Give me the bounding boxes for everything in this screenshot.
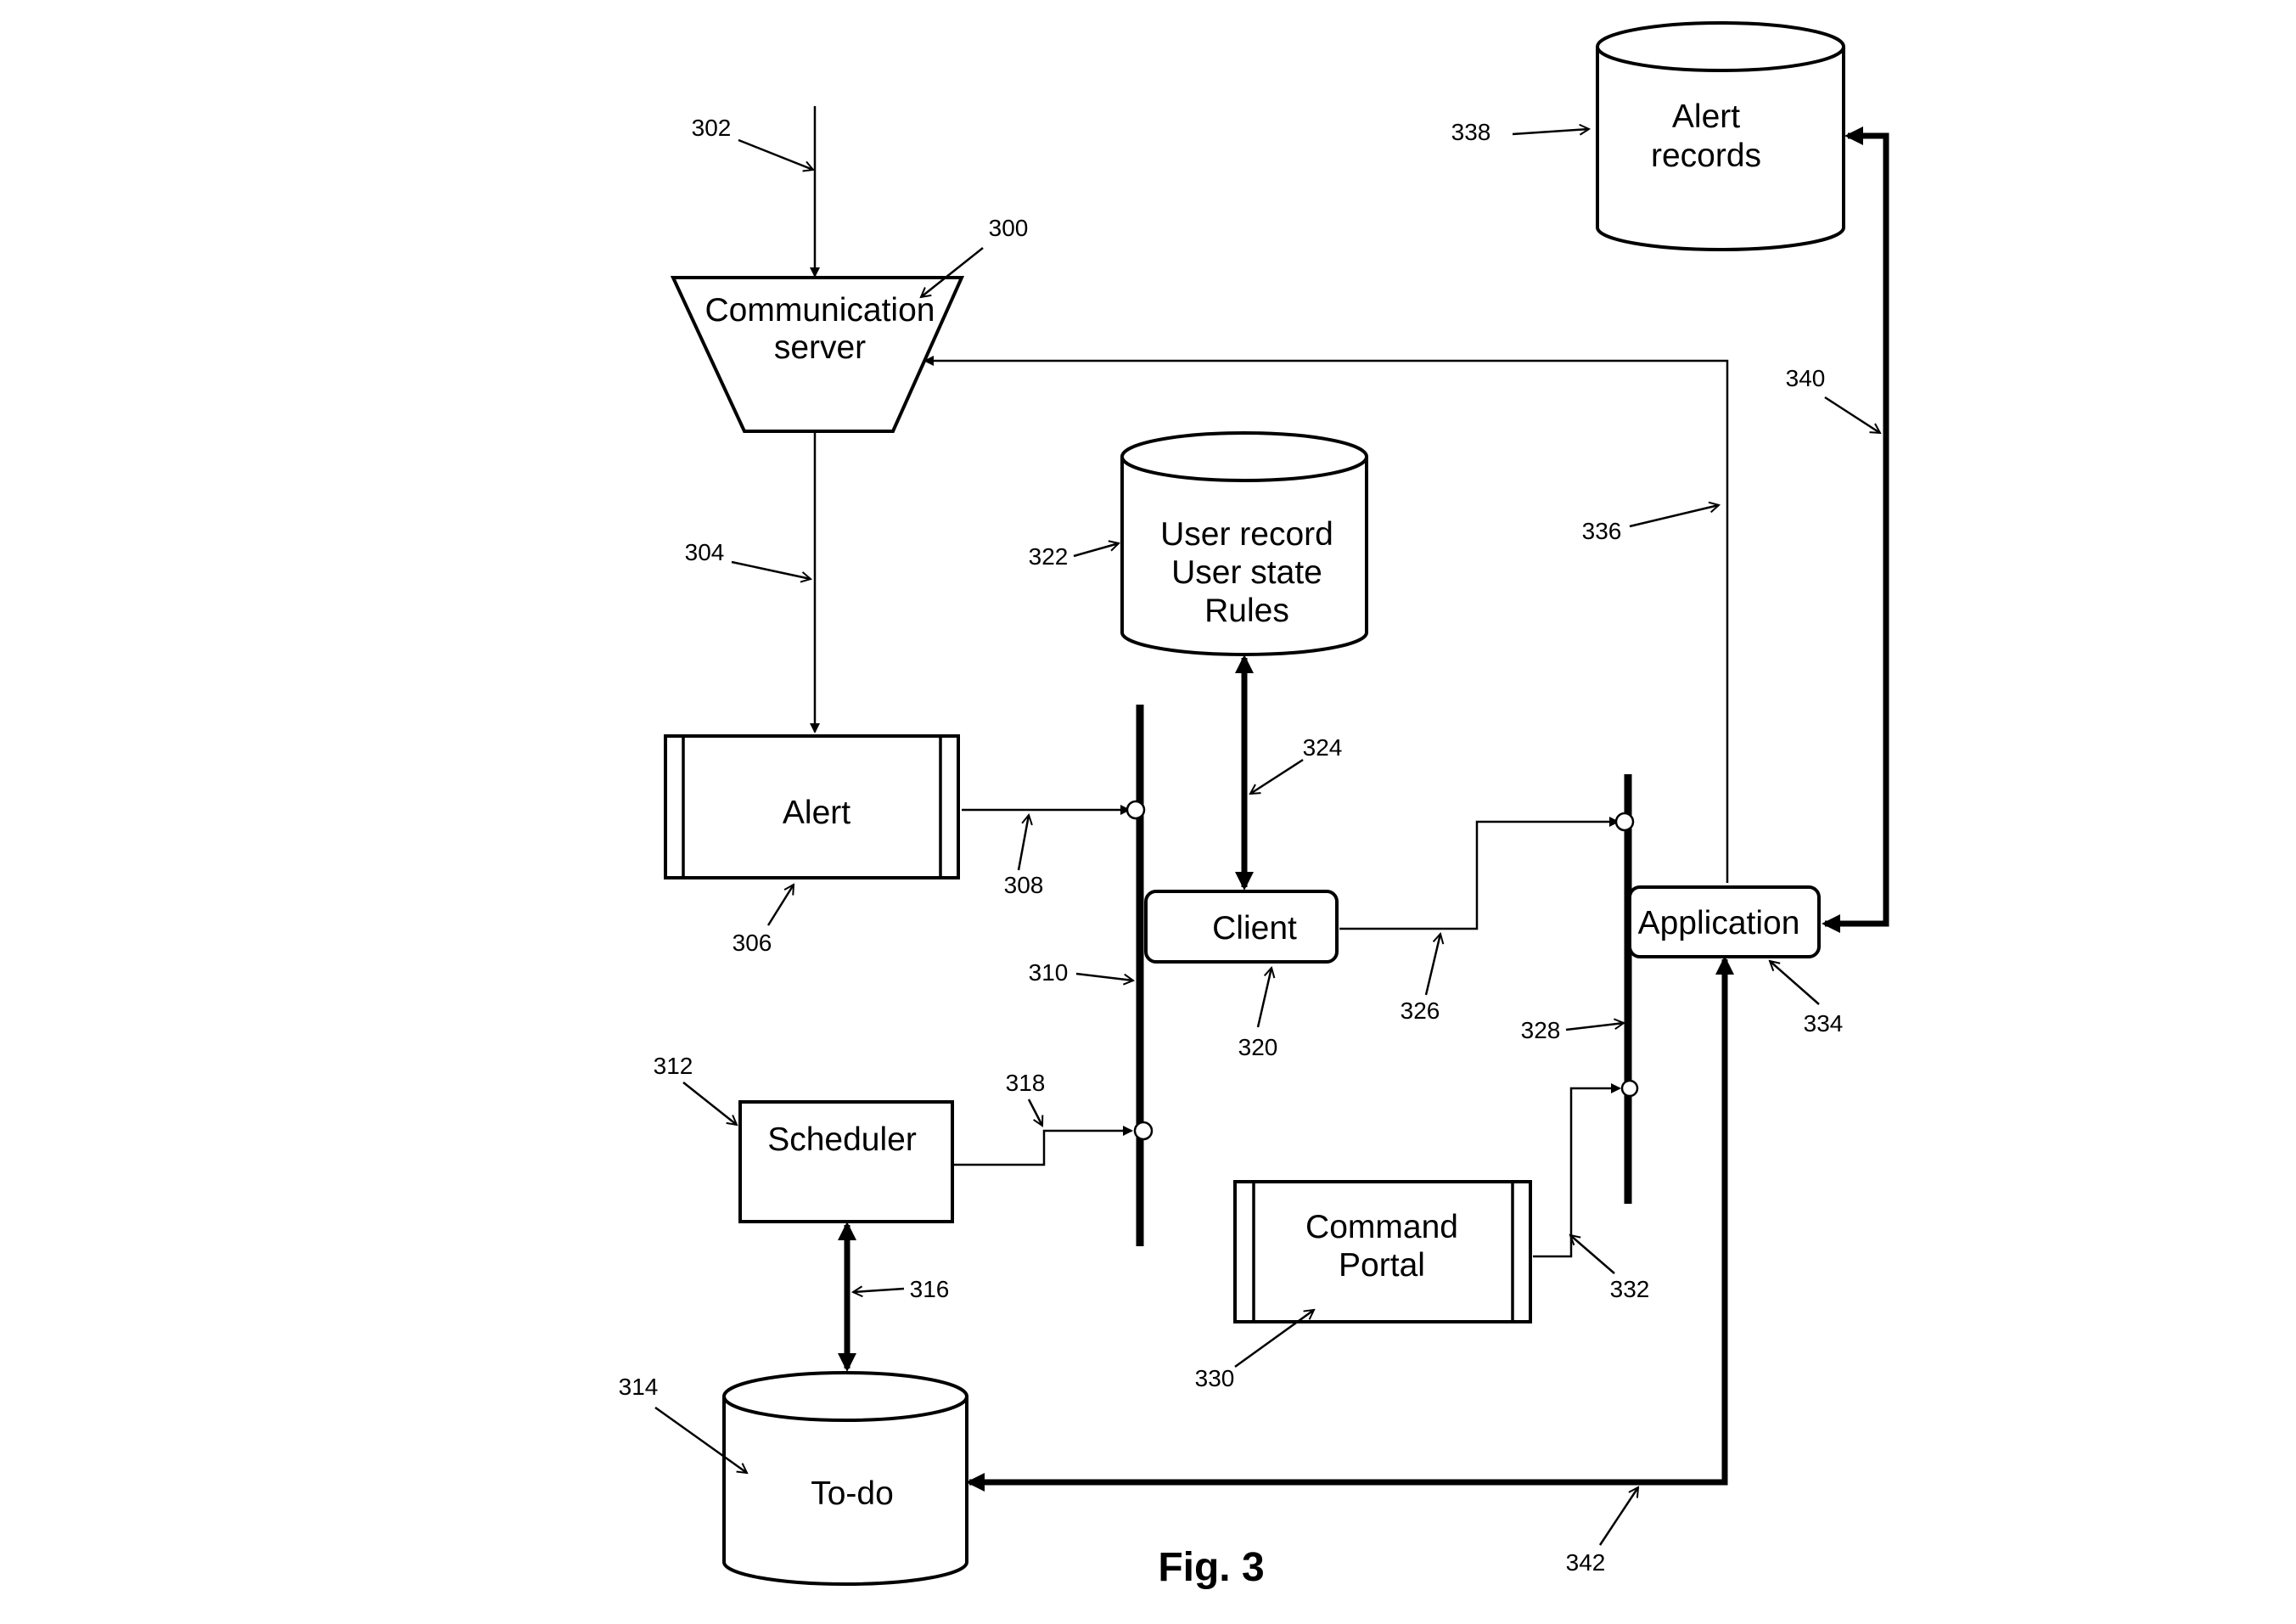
line-336 (923, 356, 1729, 883)
bus-328-port-client (1614, 812, 1635, 832)
ref-302-pointer (738, 138, 813, 170)
line-332 (1533, 1083, 1621, 1258)
ref-318-pointer (1027, 1099, 1042, 1126)
ref-342-pointer (1598, 1487, 1638, 1546)
communication-server-label-line2: server (774, 329, 866, 366)
user-db-label-line1: User record (1160, 516, 1333, 553)
command-portal-label-line1: Command (1305, 1209, 1458, 1245)
ref-308: 308 (1004, 872, 1044, 898)
ref-314-pointer (654, 1406, 747, 1473)
line-342 (966, 956, 1734, 1492)
user-record-database: User record User state Rules (1120, 431, 1368, 656)
alert-records-database: Alert records (1596, 21, 1845, 251)
ref-322-pointer (1073, 543, 1119, 558)
bus-310-port-scheduler (1133, 1121, 1154, 1141)
alert-box: Alert (664, 734, 960, 879)
communication-server-label-line1: Communication (705, 292, 935, 329)
ref-318: 318 (1006, 1070, 1046, 1096)
ref-306: 306 (733, 930, 772, 956)
ref-308-pointer (1017, 815, 1029, 871)
ref-330-pointer (1234, 1310, 1314, 1368)
ref-334: 334 (1804, 1010, 1844, 1037)
ref-320-pointer (1256, 968, 1272, 1028)
ref-306-pointer (766, 885, 794, 926)
ref-304: 304 (685, 539, 725, 565)
ref-322: 322 (1029, 543, 1069, 570)
ref-338-pointer (1512, 129, 1589, 134)
ref-336-pointer (1629, 505, 1719, 528)
bus-310-port-alert (1126, 800, 1146, 820)
command-portal-label-line2: Portal (1339, 1247, 1425, 1284)
ref-324: 324 (1303, 734, 1343, 761)
ref-326: 326 (1401, 997, 1440, 1024)
ref-332: 332 (1610, 1276, 1650, 1302)
todo-database: To-do (722, 1371, 968, 1586)
ref-302: 302 (692, 115, 732, 141)
ref-314: 314 (619, 1374, 659, 1400)
ref-338: 338 (1451, 119, 1491, 145)
alert-records-label-line1: Alert (1672, 98, 1740, 135)
scheduler-label: Scheduler (767, 1121, 917, 1158)
ref-342: 342 (1566, 1549, 1606, 1576)
client-box: Client (1144, 890, 1339, 964)
alert-label: Alert (783, 795, 850, 831)
ref-340-pointer (1824, 396, 1880, 433)
ref-320: 320 (1238, 1034, 1278, 1060)
figure-caption: Fig. 3 (1158, 1545, 1264, 1590)
user-db-label-line2: User state (1171, 554, 1322, 591)
user-db-label-line3: Rules (1204, 593, 1289, 629)
ref-330: 330 (1195, 1365, 1235, 1391)
todo-label: To-do (811, 1475, 894, 1512)
ref-316: 316 (910, 1276, 950, 1302)
ref-328: 328 (1521, 1017, 1561, 1043)
line-318 (954, 1126, 1133, 1166)
ref-332-pointer (1570, 1235, 1615, 1274)
alert-records-label-line2: records (1651, 138, 1761, 174)
ref-310-pointer (1075, 972, 1133, 981)
ref-312: 312 (654, 1053, 693, 1079)
ref-340: 340 (1786, 365, 1826, 391)
ref-312-pointer (682, 1082, 737, 1125)
line-340 (1822, 126, 1889, 933)
ref-324-pointer (1250, 758, 1304, 794)
command-portal-box: Command Portal (1233, 1180, 1532, 1323)
scheduler-box: Scheduler (738, 1100, 954, 1223)
ref-310: 310 (1029, 959, 1069, 986)
line-326 (1339, 817, 1620, 930)
ref-304-pointer (731, 560, 811, 579)
ref-326-pointer (1424, 934, 1440, 996)
ref-336: 336 (1582, 518, 1622, 544)
ref-316-pointer (853, 1289, 905, 1292)
bus-328-port-portal (1620, 1079, 1639, 1098)
ref-334-pointer (1770, 961, 1820, 1005)
application-box: Application (1628, 885, 1821, 958)
application-label: Application (1638, 905, 1800, 941)
client-label: Client (1212, 910, 1297, 947)
communication-server: Communication server (670, 276, 965, 433)
ref-300: 300 (989, 215, 1029, 241)
ref-328-pointer (1565, 1023, 1624, 1031)
ref-300-pointer (921, 247, 984, 297)
